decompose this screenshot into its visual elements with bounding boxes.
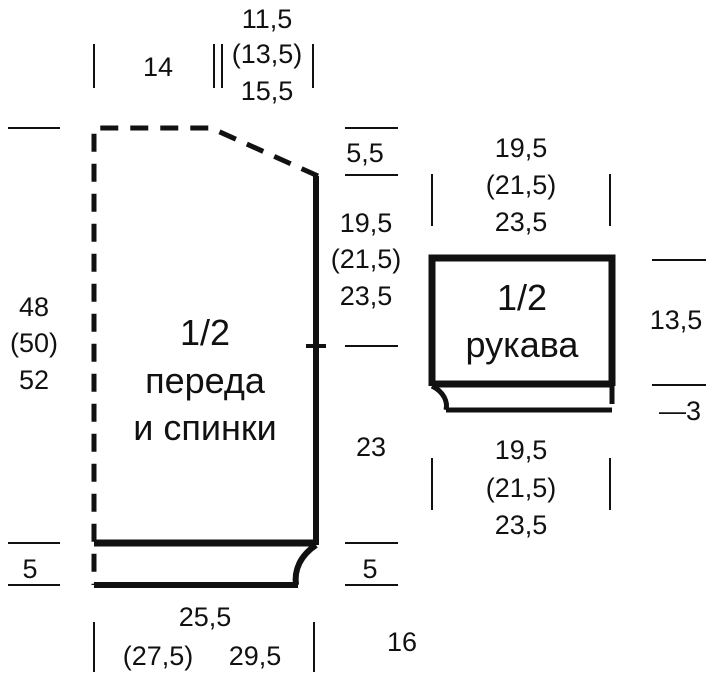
sleeve-bottom-width-3: 23,5 [495, 510, 548, 540]
sleeve-top-width-3: 23,5 [495, 207, 548, 237]
armhole-2: (21,5) [331, 244, 402, 274]
bottom-extra: 16 [387, 627, 417, 657]
body-piece: 1/2 переда и спинки 14 11,5 (13,5) 15,5 … [8, 4, 417, 672]
neck-width-3: 15,5 [241, 76, 294, 106]
sleeve-outline [428, 254, 616, 386]
bottom-width-1: 25,5 [179, 602, 232, 632]
body-title-2: переда [145, 360, 266, 401]
height-1: 48 [19, 292, 49, 322]
armhole-3: 23,5 [340, 281, 393, 311]
sleeve-bottom-width-1: 19,5 [495, 435, 548, 465]
body-dashed-outline [91, 125, 320, 585]
neck-width-2: (13,5) [232, 39, 303, 69]
armhole-1: 19,5 [340, 208, 393, 238]
side-length: 23 [356, 432, 386, 462]
rib-left: 5 [22, 554, 37, 584]
bottom-width-2: (27,5) [123, 641, 194, 671]
shoulder-drop: 5,5 [346, 138, 384, 168]
rib-curve [292, 542, 318, 586]
sleeve-bottom-width-2: (21,5) [486, 473, 557, 503]
sleeve-cuff: —3 [659, 396, 701, 426]
rib-right: 5 [362, 554, 377, 584]
height-3: 52 [19, 365, 49, 395]
height-2: (50) [10, 328, 58, 358]
sleeve-title-1: 1/2 [497, 277, 547, 318]
sleeve-top-width-1: 19,5 [495, 133, 548, 163]
bottom-width-3: 29,5 [229, 641, 282, 671]
neck-width-1: 11,5 [242, 4, 293, 34]
body-title-1: 1/2 [180, 312, 230, 353]
top-left-width: 14 [143, 52, 173, 82]
sleeve-top-width-2: (21,5) [486, 170, 557, 200]
sleeve-piece: 19,5 (21,5) 23,5 1/2 рукава 13,5 —3 19,5… [428, 133, 706, 540]
sleeve-title-2: рукава [466, 324, 580, 365]
sleeve-cuff-curve [430, 383, 449, 411]
body-title-3: и спинки [133, 407, 276, 448]
sleeve-height: 13,5 [650, 305, 703, 335]
